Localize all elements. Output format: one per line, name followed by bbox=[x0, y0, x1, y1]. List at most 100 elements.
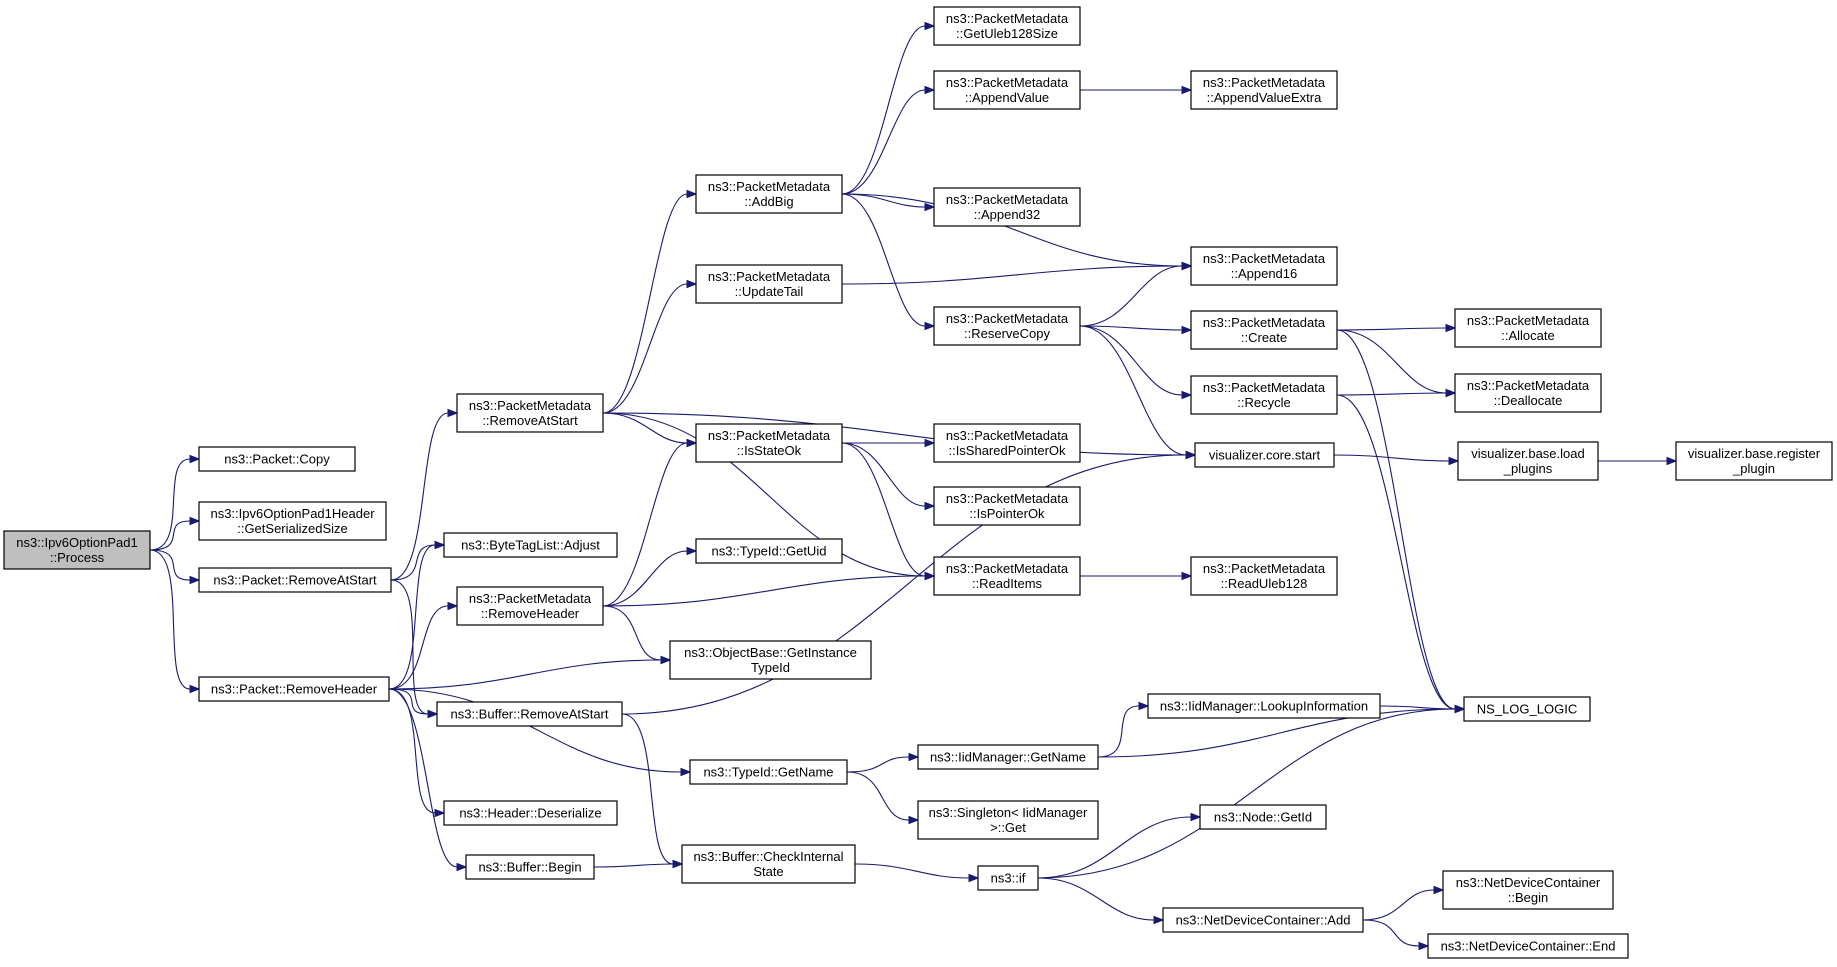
node-hdes[interactable]: ns3::Header::Deserialize bbox=[443, 800, 618, 826]
node-tgname[interactable]: ns3::TypeId::GetName bbox=[689, 759, 848, 785]
node-box bbox=[1199, 804, 1327, 830]
node-box bbox=[1442, 870, 1614, 910]
edge-line bbox=[1379, 705, 1456, 710]
edge-pmrh-to-getuid bbox=[602, 546, 698, 607]
edge-addbig-to-rescopy bbox=[841, 193, 936, 331]
node-updtail[interactable]: ns3::PacketMetadata::UpdateTail bbox=[695, 264, 843, 304]
node-box bbox=[198, 676, 390, 702]
node-box bbox=[1463, 696, 1591, 722]
node-getuleb[interactable]: ns3::PacketMetadata::GetUleb128Size bbox=[933, 6, 1081, 46]
edge-line bbox=[388, 659, 662, 690]
node-bras[interactable]: ns3::Buffer::RemoveAtStart bbox=[436, 701, 623, 727]
edge-line bbox=[1079, 325, 1187, 456]
edge-line bbox=[602, 412, 1187, 456]
node-label: ::Append32 bbox=[974, 207, 1041, 222]
node-gss[interactable]: ns3::Ipv6OptionPad1Header::GetSerialized… bbox=[198, 501, 387, 541]
node-label: ::IsPointerOk bbox=[969, 506, 1045, 521]
node-label: ns3::Node::GetId bbox=[1214, 810, 1312, 825]
node-label: ::AddBig bbox=[744, 194, 793, 209]
edge-rescopy-to-app16 bbox=[1079, 261, 1193, 327]
edge-line bbox=[593, 863, 674, 868]
edge-arrowhead bbox=[434, 808, 446, 818]
node-bbeg[interactable]: ns3::Buffer::Begin bbox=[465, 854, 595, 880]
node-appvalex[interactable]: ns3::PacketMetadata::AppendValueExtra bbox=[1190, 70, 1338, 110]
node-nodeid[interactable]: ns3::Node::GetId bbox=[1199, 804, 1327, 830]
edge-addbig-to-appval bbox=[841, 85, 936, 195]
node-label: ns3::PacketMetadata bbox=[1203, 75, 1326, 90]
node-box bbox=[1427, 933, 1629, 959]
node-create[interactable]: ns3::PacketMetadata::Create bbox=[1190, 310, 1338, 350]
node-prh[interactable]: ns3::Packet::RemoveHeader bbox=[198, 676, 390, 702]
node-label: ::Deallocate bbox=[1494, 393, 1563, 408]
edge-prh-to-bras bbox=[388, 688, 439, 719]
edge-arrowhead bbox=[968, 873, 980, 883]
edges-layer bbox=[149, 21, 1678, 951]
edge-arrowhead bbox=[908, 815, 920, 825]
node-label: ns3::PacketMetadata bbox=[946, 428, 1069, 443]
node-vbload[interactable]: visualizer.base.load_plugins bbox=[1457, 441, 1599, 481]
edge-nsif-to-nslog bbox=[1037, 704, 1466, 879]
node-isstate[interactable]: ns3::PacketMetadata::IsStateOk bbox=[695, 423, 843, 463]
edge-arrowhead bbox=[1190, 812, 1202, 822]
edge-arrowhead bbox=[686, 279, 698, 289]
node-iidget[interactable]: ns3::IidManager::GetName bbox=[917, 744, 1099, 770]
node-dealloc[interactable]: ns3::PacketMetadata::Deallocate bbox=[1454, 373, 1602, 413]
node-label: ns3::Packet::Copy bbox=[224, 452, 330, 467]
node-app32[interactable]: ns3::PacketMetadata::Append32 bbox=[933, 187, 1081, 227]
edge-arrowhead bbox=[1666, 456, 1678, 466]
edge-bbeg-to-bcis bbox=[593, 859, 684, 869]
edge-line bbox=[1097, 705, 1140, 758]
node-label: ::Allocate bbox=[1501, 328, 1554, 343]
edge-line bbox=[1362, 889, 1435, 921]
node-alloc[interactable]: ns3::PacketMetadata::Allocate bbox=[1454, 308, 1602, 348]
edge-lookup-to-nslog bbox=[1379, 704, 1466, 714]
node-ndcend[interactable]: ns3::NetDeviceContainer::End bbox=[1427, 933, 1629, 959]
node-ndcadd[interactable]: ns3::NetDeviceContainer::Add bbox=[1162, 907, 1364, 933]
node-label: ns3::Buffer::CheckInternal bbox=[693, 849, 843, 864]
node-isshared[interactable]: ns3::PacketMetadata::IsSharedPointerOk bbox=[933, 423, 1081, 463]
node-readuleb[interactable]: ns3::PacketMetadata::ReadUleb128 bbox=[1190, 556, 1338, 596]
edge-arrowhead bbox=[189, 684, 201, 694]
node-app16[interactable]: ns3::PacketMetadata::Append16 bbox=[1190, 246, 1338, 286]
edge-prh-to-bbeg bbox=[388, 688, 468, 872]
node-isptr[interactable]: ns3::PacketMetadata::IsPointerOk bbox=[933, 486, 1081, 526]
node-getuid[interactable]: ns3::TypeId::GetUid bbox=[695, 538, 843, 564]
node-vbreg[interactable]: visualizer.base.register_plugin bbox=[1675, 441, 1833, 481]
node-recycle[interactable]: ns3::PacketMetadata::Recycle bbox=[1190, 375, 1338, 415]
node-label: ns3::PacketMetadata bbox=[946, 561, 1069, 576]
node-appval[interactable]: ns3::PacketMetadata::AppendValue bbox=[933, 70, 1081, 110]
node-pmrh[interactable]: ns3::PacketMetadata::RemoveHeader bbox=[456, 586, 604, 626]
node-vcstart[interactable]: visualizer.core.start bbox=[1194, 442, 1335, 468]
edge-line bbox=[1079, 265, 1183, 327]
node-label: ns3::Buffer::Begin bbox=[478, 860, 581, 875]
node-box bbox=[1162, 907, 1364, 933]
node-btla[interactable]: ns3::ByteTagList::Adjust bbox=[443, 532, 618, 558]
node-pras[interactable]: ns3::Packet::RemoveAtStart bbox=[198, 567, 392, 593]
node-ndcbegin[interactable]: ns3::NetDeviceContainer::Begin bbox=[1442, 870, 1614, 910]
node-nslog[interactable]: NS_LOG_LOGIC bbox=[1463, 696, 1591, 722]
node-label: ns3::PacketMetadata bbox=[1203, 380, 1326, 395]
edge-arrowhead bbox=[924, 571, 936, 581]
node-pcopy[interactable]: ns3::Packet::Copy bbox=[198, 446, 356, 472]
edge-root-to-pras bbox=[149, 549, 201, 585]
node-lookup[interactable]: ns3::IidManager::LookupInformation bbox=[1147, 693, 1381, 719]
node-box bbox=[443, 800, 618, 826]
node-pmras[interactable]: ns3::PacketMetadata::RemoveAtStart bbox=[456, 393, 604, 433]
edge-line bbox=[846, 771, 910, 821]
edge-rescopy-to-vcstart bbox=[1079, 325, 1197, 460]
node-label: ns3::ByteTagList::Adjust bbox=[461, 538, 600, 553]
edge-arrowhead bbox=[189, 575, 201, 585]
node-rescopy[interactable]: ns3::PacketMetadata::ReserveCopy bbox=[933, 306, 1081, 346]
node-singleton[interactable]: ns3::Singleton< IidManager >::Get bbox=[917, 800, 1099, 840]
node-root[interactable]: ns3::Ipv6OptionPad1::Process bbox=[3, 530, 151, 570]
edge-arrowhead bbox=[1181, 390, 1193, 400]
node-addbig[interactable]: ns3::PacketMetadata::AddBig bbox=[695, 174, 843, 214]
node-label: ns3::Header::Deserialize bbox=[459, 806, 601, 821]
node-label: ns3::PacketMetadata bbox=[1203, 561, 1326, 576]
edge-line bbox=[602, 412, 926, 577]
node-nsif[interactable]: ns3::if bbox=[977, 865, 1039, 891]
node-readitems[interactable]: ns3::PacketMetadata::ReadItems bbox=[933, 556, 1081, 596]
